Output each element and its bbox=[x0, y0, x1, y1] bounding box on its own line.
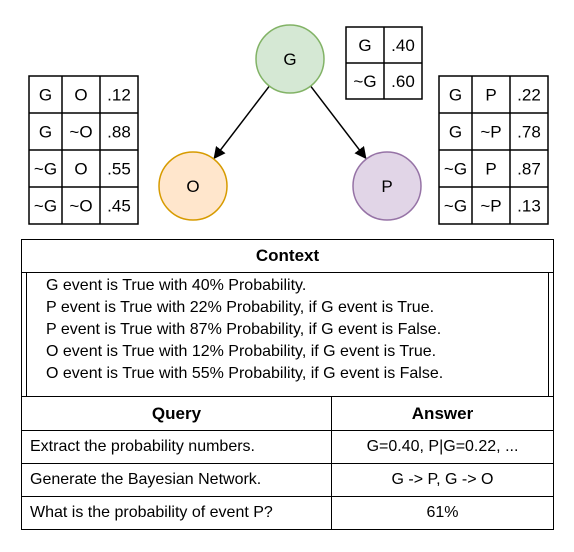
cpt-g-table-cell: .40 bbox=[391, 36, 415, 55]
query-cell: Extract the probability numbers. bbox=[21, 430, 332, 464]
node-p: P bbox=[352, 151, 422, 221]
cpt-p-table-cell: P bbox=[485, 160, 496, 179]
cpt-g-table-cell: G bbox=[358, 36, 371, 55]
context-body: G event is True with 40% Probability. P … bbox=[21, 272, 554, 397]
context-line: O event is True with 12% Probability, if… bbox=[46, 343, 437, 360]
cpt-p-table-cell: G bbox=[449, 123, 462, 142]
node-o: O bbox=[158, 151, 228, 221]
qa-row: What is the probability of event P? 61% bbox=[21, 496, 554, 530]
edge-g-p bbox=[310, 85, 367, 160]
node-o-label: O bbox=[186, 177, 199, 196]
cpt-p-table-cell: ~P bbox=[480, 123, 501, 142]
context-line: P event is True with 22% Probability, if… bbox=[46, 299, 435, 316]
cpt-o-table-cell: G bbox=[39, 123, 52, 142]
node-g-label: G bbox=[283, 50, 296, 69]
cpt-o-table-cell: .12 bbox=[107, 86, 131, 105]
node-p-circle bbox=[352, 151, 422, 221]
answer-cell: G=0.40, P|G=0.22, ... bbox=[331, 430, 554, 464]
context-line: O event is True with 55% Probability, if… bbox=[46, 365, 444, 382]
cpt-g-table-cell: .60 bbox=[391, 72, 415, 91]
qa-row: Generate the Bayesian Network. G -> P, G… bbox=[21, 463, 554, 497]
node-g-circle bbox=[255, 24, 325, 94]
node-p-label: P bbox=[381, 177, 392, 196]
cpt-o-table-cell: ~O bbox=[69, 197, 92, 216]
cpt-g-table: G .40 ~G .60 bbox=[345, 26, 423, 100]
cpt-o-table-cell: G bbox=[39, 86, 52, 105]
cpt-o-table-cell: O bbox=[74, 160, 87, 179]
answer-cell: G -> P, G -> O bbox=[331, 463, 554, 497]
context-line: P event is True with 87% Probability, if… bbox=[46, 321, 442, 338]
cpt-o-table-cell: O bbox=[74, 86, 87, 105]
query-cell: What is the probability of event P? bbox=[21, 496, 332, 530]
context-title: Context bbox=[21, 239, 554, 273]
cpt-p-table-cell: ~G bbox=[444, 160, 467, 179]
query-cell: Generate the Bayesian Network. bbox=[21, 463, 332, 497]
cpt-o-table-cell: ~O bbox=[69, 123, 92, 142]
cpt-p-table-cell: P bbox=[485, 86, 496, 105]
node-o-circle bbox=[158, 151, 228, 221]
query-header: Query bbox=[21, 396, 332, 431]
answer-cell: 61% bbox=[331, 496, 554, 530]
cpt-o-table-cell: .88 bbox=[107, 123, 131, 142]
cpt-g-table-cell: ~G bbox=[353, 72, 376, 91]
context-line: G event is True with 40% Probability. bbox=[46, 277, 307, 294]
edge-g-o bbox=[213, 85, 270, 160]
cpt-p-table-cell: G bbox=[449, 86, 462, 105]
qa-row: Extract the probability numbers. G=0.40,… bbox=[21, 430, 554, 464]
answer-header: Answer bbox=[331, 396, 554, 431]
node-g: G bbox=[255, 24, 325, 94]
cpt-p-table-cell: .13 bbox=[517, 197, 541, 216]
cpt-p-table-cell: .78 bbox=[517, 123, 541, 142]
cpt-o-table-cell: ~G bbox=[34, 160, 57, 179]
cpt-p-table-cell: ~P bbox=[480, 197, 501, 216]
cpt-p-table-cell: .22 bbox=[517, 86, 541, 105]
context-query-table: Context G event is True with 40% Probabi… bbox=[21, 239, 554, 530]
cpt-p-table-cell: ~G bbox=[444, 197, 467, 216]
cpt-p-table-cell: .87 bbox=[517, 160, 541, 179]
cpt-o-table-cell: ~G bbox=[34, 197, 57, 216]
cpt-o-table-cell: .45 bbox=[107, 197, 131, 216]
context-text-box: G event is True with 40% Probability. P … bbox=[26, 273, 549, 396]
cpt-o-table-cell: .55 bbox=[107, 160, 131, 179]
